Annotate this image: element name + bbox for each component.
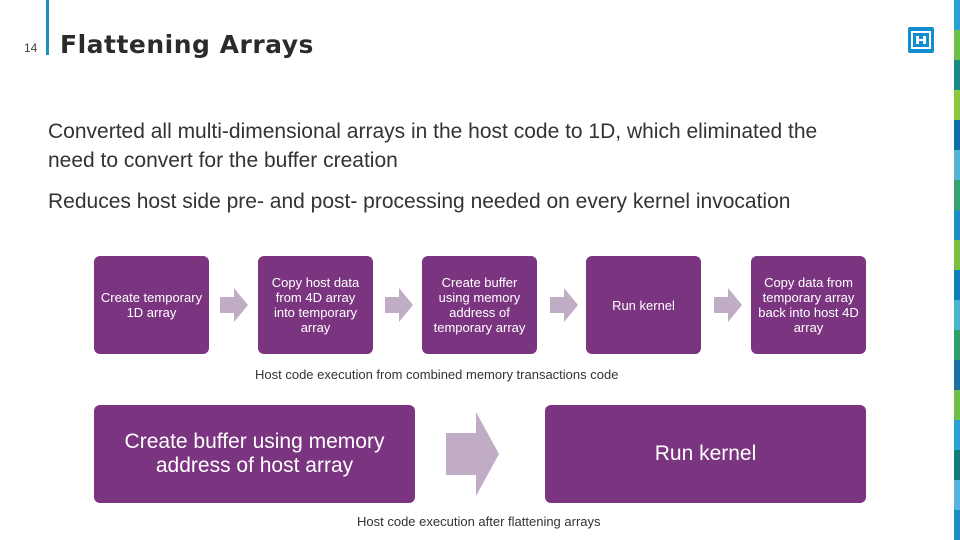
slide-number: 14 (24, 41, 38, 55)
bullet-text: Converted all multi-dimensional arrays i… (48, 120, 818, 172)
flow-arrow (220, 288, 248, 322)
flow-step-box: Create temporary 1D array (94, 256, 209, 354)
bullet-text: Reduces host side pre- and post- process… (48, 190, 791, 213)
flow-step-box: Create buffer using memory address of ho… (94, 405, 415, 503)
slide-title: Flattening Arrays (60, 30, 314, 59)
flow-step-box: Run kernel (545, 405, 866, 503)
flow-arrow (385, 288, 413, 322)
flow-step-box: Create buffer using memory address of te… (422, 256, 537, 354)
flow-step-box: Copy host data from 4D array into tempor… (258, 256, 373, 354)
flow-arrow (550, 288, 578, 322)
decorative-color-strip (954, 0, 960, 540)
flow-step-box: Copy data from temporary array back into… (751, 256, 866, 354)
flow-caption: Host code execution after flattening arr… (357, 514, 601, 529)
institution-logo-icon (908, 27, 934, 53)
flow-arrow (714, 288, 742, 322)
flow-caption: Host code execution from combined memory… (255, 367, 619, 382)
flow-step-box: Run kernel (586, 256, 701, 354)
flow-arrow (446, 412, 499, 496)
title-accent-bar (46, 0, 49, 55)
